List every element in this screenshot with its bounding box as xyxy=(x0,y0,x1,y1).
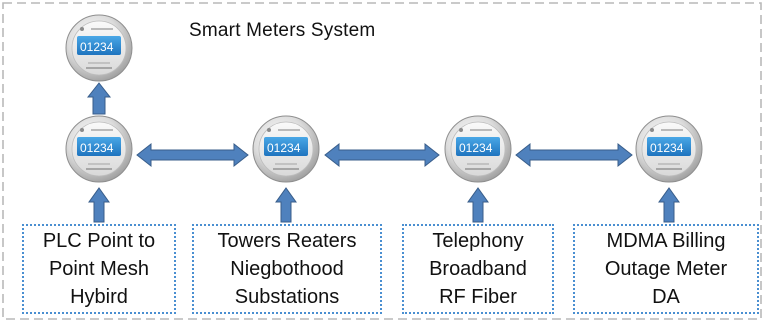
meter-display: 01234 xyxy=(459,141,493,155)
mdma-network-box: MDMA Billing Outage Meter DA xyxy=(573,224,759,314)
meter-display: 01234 xyxy=(267,141,301,155)
up-arrow-icon xyxy=(658,187,680,223)
plc-network-box: PLC Point to Point Mesh Hybird xyxy=(22,224,176,314)
meter-display: 01234 xyxy=(650,141,684,155)
towers-network-box: Towers Reaters Niegbothood Substations xyxy=(192,224,382,314)
box-line: Hybird xyxy=(70,286,128,308)
telephony-network-box: Telephony Broadband RF Fiber xyxy=(402,224,554,314)
outer-frame xyxy=(2,2,762,320)
box-line: Point Mesh xyxy=(48,258,150,280)
up-arrow-icon xyxy=(467,187,489,223)
meter-icon: 01234 xyxy=(65,14,133,82)
box-line: Substations xyxy=(234,286,340,308)
diagram-title: Smart Meters System xyxy=(189,20,376,41)
double-arrow-icon xyxy=(324,142,440,168)
box-line: RF Fiber xyxy=(439,286,517,308)
meter-display: 01234 xyxy=(80,40,114,54)
box-line: PLC Point to xyxy=(42,230,156,252)
meter-icon: 01234 xyxy=(635,115,703,183)
box-line: Telephony xyxy=(432,230,524,252)
box-line: Towers Reaters xyxy=(217,230,357,252)
box-line: Niegbothood xyxy=(230,258,344,280)
double-arrow-icon xyxy=(136,142,249,168)
up-arrow-icon xyxy=(275,187,297,223)
up-arrow-icon xyxy=(88,187,110,223)
box-line: MDMA Billing xyxy=(606,230,726,252)
double-arrow-icon xyxy=(515,142,633,168)
box-line: Outage Meter xyxy=(604,258,728,280)
meter-display: 01234 xyxy=(80,141,114,155)
meter-icon: 01234 xyxy=(252,115,320,183)
meter-icon: 01234 xyxy=(65,115,133,183)
box-line: DA xyxy=(652,286,680,308)
up-arrow-icon xyxy=(86,82,112,115)
box-line: Broadband xyxy=(429,258,527,280)
meter-icon: 01234 xyxy=(444,115,512,183)
